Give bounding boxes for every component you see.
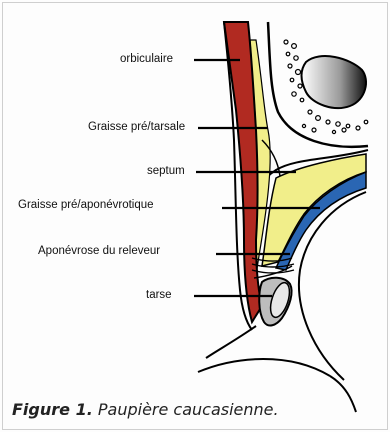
- label-levator-aponeurosis: Aponévrose du releveur: [38, 245, 160, 257]
- eyelash-line: [206, 326, 256, 358]
- label-tarsus: tarse: [146, 289, 172, 301]
- sinus-cavity: [302, 56, 367, 108]
- figure-caption: Figure 1. Paupière caucasienne.: [12, 400, 279, 419]
- caption-text: Paupière caucasienne.: [98, 400, 279, 419]
- label-septum: septum: [147, 165, 185, 177]
- lower-lid-contour: [330, 376, 356, 412]
- label-pretarsal-fat: Graisse pré/tarsale: [88, 121, 185, 133]
- label-preaponeurotic-fat: Graisse pré/aponévrotique: [18, 199, 154, 211]
- label-orbicularis: orbiculaire: [120, 53, 173, 65]
- lower-eyelid-curve: [198, 359, 330, 376]
- caption-number: Figure 1.: [12, 400, 93, 419]
